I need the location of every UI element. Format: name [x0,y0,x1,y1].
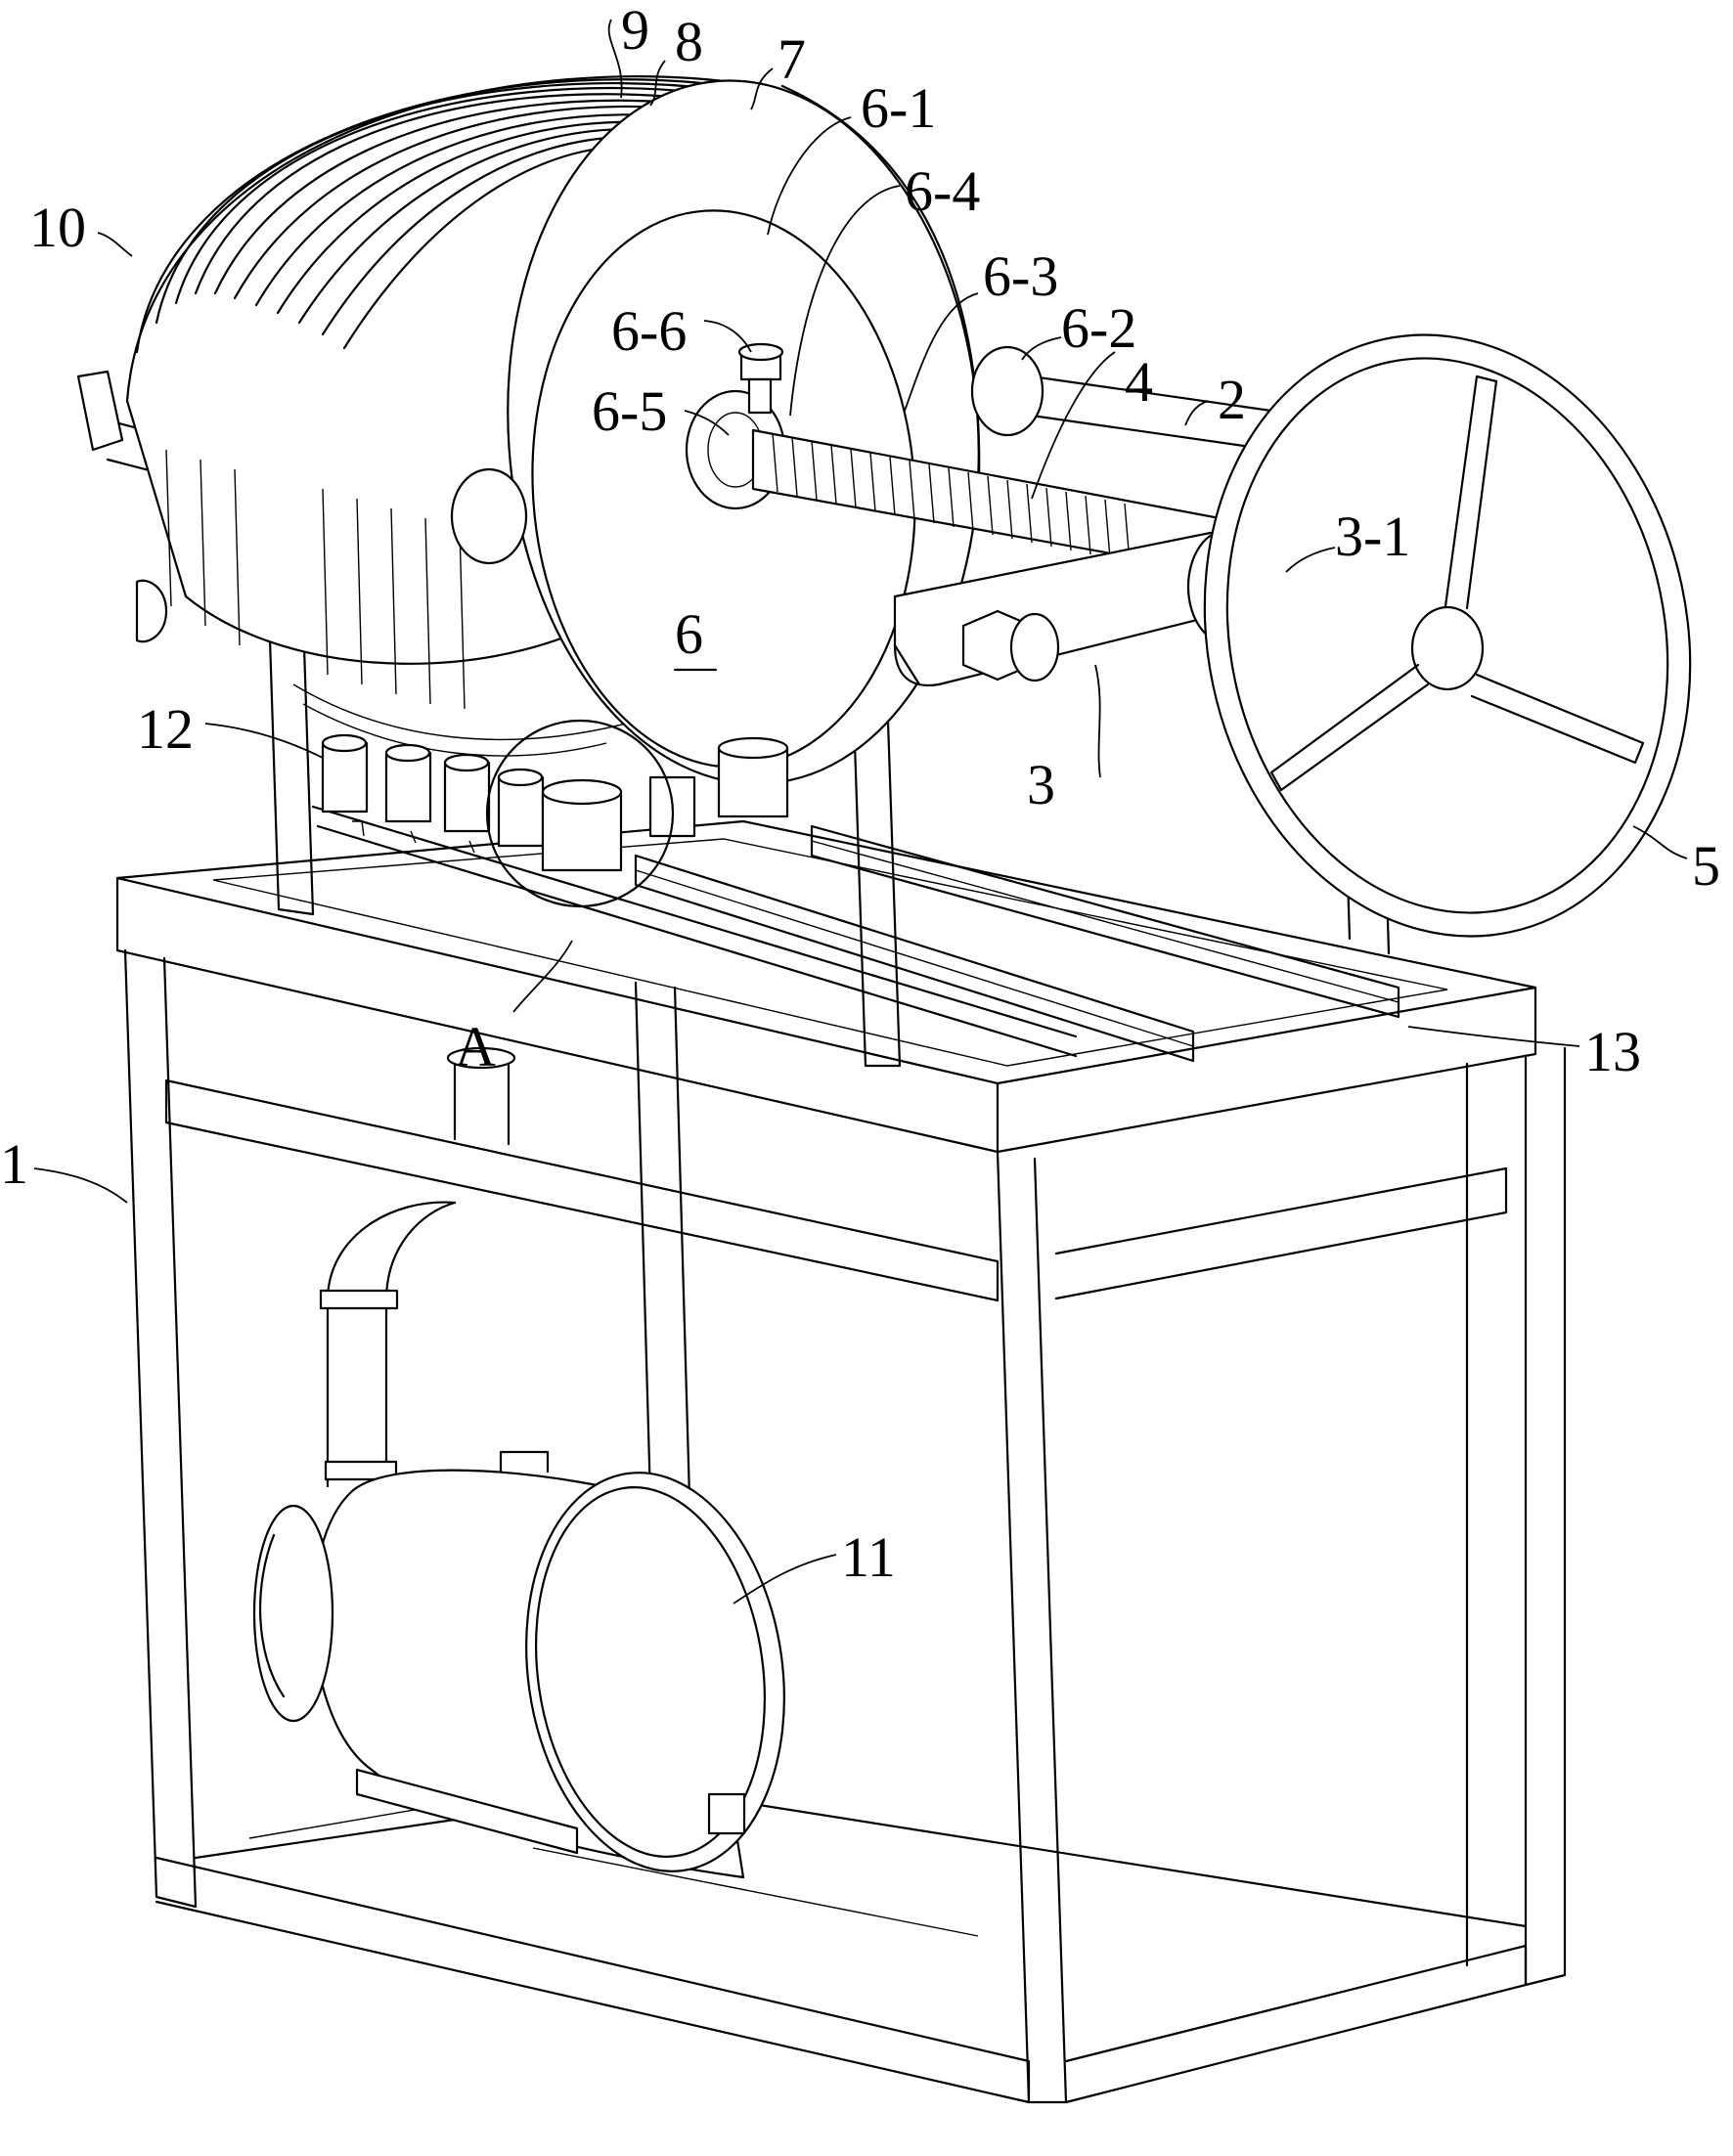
label-11: 11 [841,1525,896,1589]
label-5: 5 [1692,834,1720,898]
label-1: 1 [0,1132,28,1196]
frame-base [115,819,1567,2104]
label-6: 6 [675,602,703,666]
label-6-1: 6-1 [861,76,936,140]
label-6-5: 6-5 [592,379,667,443]
label-10: 10 [29,196,86,259]
thrust-plate [507,79,981,785]
label-a: A [455,1015,496,1078]
label-12: 12 [137,697,194,761]
callout-labels: 9 8 7 6-1 6-4 6-3 6-2 6-6 6-5 4 2 10 3-1… [0,0,1720,1589]
label-3-1: 3-1 [1335,505,1410,568]
pipe [319,1046,516,1488]
guide-rails [311,805,1400,1063]
label-6-4: 6-4 [905,159,980,223]
label-7: 7 [778,27,806,91]
label-6-3: 6-3 [983,244,1058,308]
label-2: 2 [1218,368,1246,431]
label-3: 3 [1027,753,1055,816]
label-8: 8 [675,10,703,73]
label-13: 13 [1584,1020,1641,1083]
label-9: 9 [621,0,649,62]
label-4: 4 [1125,350,1153,414]
detail-circle-a [485,719,675,908]
handwheel [1203,333,1692,938]
label-6-6: 6-6 [611,299,687,363]
label-6-2: 6-2 [1061,296,1136,360]
pump-motor [252,1450,785,1879]
leader-lines [33,19,1688,1605]
